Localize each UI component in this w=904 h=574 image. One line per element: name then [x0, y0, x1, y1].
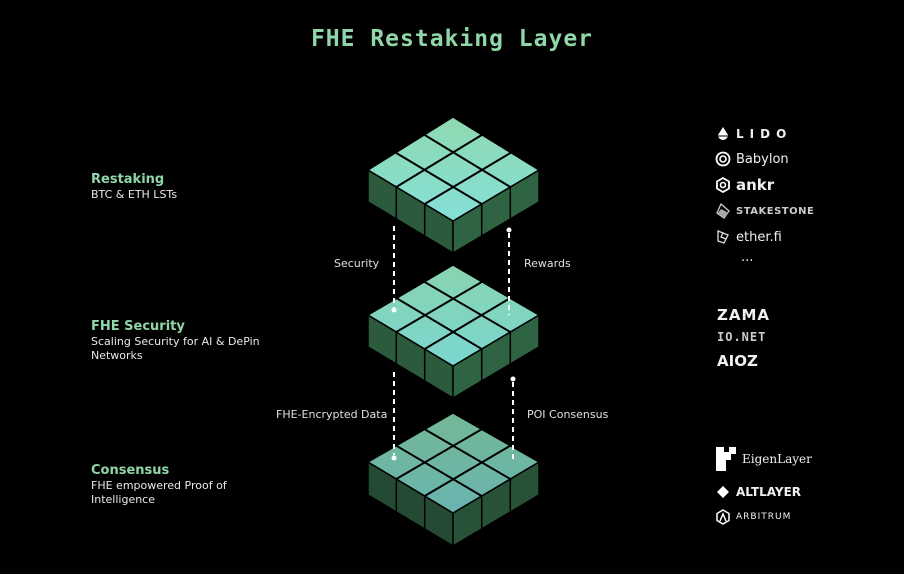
- layer-restaking: Restaking BTC & ETH LSTs: [91, 172, 291, 202]
- logo-ionet: IO.NET: [717, 330, 767, 344]
- eigenlayer-icon: [716, 447, 736, 471]
- flow-label-encrypted-data: FHE-Encrypted Data: [276, 408, 388, 421]
- babylon-icon: [715, 151, 731, 167]
- lido-drop-icon: [718, 127, 728, 140]
- page-title: FHE Restaking Layer: [310, 26, 594, 52]
- arrow-head-icon: [391, 455, 397, 461]
- etherfi-icon: [717, 230, 729, 244]
- logo-lido: LIDO: [715, 126, 792, 142]
- layer-consensus: Consensus FHE empowered Proof of Intelli…: [91, 463, 251, 507]
- layer-description: BTC & ETH LSTs: [91, 188, 178, 201]
- logo-altlayer: ALTLAYER: [715, 484, 801, 500]
- logo-eigenlayer: EigenLayer: [715, 446, 812, 472]
- logo-stakestone: STAKESTONE: [715, 203, 814, 219]
- layer-heading: FHE Security: [91, 319, 185, 334]
- cube-restaking: [366, 116, 541, 255]
- logo-babylon: Babylon: [715, 151, 789, 167]
- flow-label-security: Security: [334, 257, 380, 270]
- arrow-head-icon: [506, 227, 512, 233]
- altlayer-icon: [717, 486, 729, 498]
- layer-heading: Restaking: [91, 172, 165, 187]
- flow-label-poi-consensus: POI Consensus: [527, 408, 609, 421]
- cube-fhe-security: [366, 264, 541, 400]
- ankr-icon: [716, 177, 730, 193]
- logo-etherfi: ether.fi: [715, 229, 782, 245]
- layer-fhe-security: FHE Security Scaling Security for AI & D…: [91, 319, 291, 363]
- flow-label-rewards: Rewards: [524, 257, 571, 270]
- layer-description: FHE empowered Proof of Intelligence: [91, 479, 227, 506]
- cube-consensus: [366, 412, 541, 548]
- arrow-head-icon: [391, 307, 397, 313]
- more-partners-ellipsis: ...: [741, 250, 754, 265]
- arbitrum-icon: [716, 509, 730, 525]
- logo-aioz: AIOZ: [717, 352, 758, 370]
- layer-heading: Consensus: [91, 463, 170, 478]
- logo-zama: ZAMA: [717, 306, 771, 324]
- arrow-head-icon: [510, 376, 516, 382]
- layer-description: Scaling Security for AI & DePin Networks: [91, 335, 260, 362]
- stakestone-icon: [716, 203, 730, 219]
- logo-ankr: ankr: [715, 176, 774, 194]
- logo-arbitrum: ARBITRUM: [715, 509, 791, 525]
